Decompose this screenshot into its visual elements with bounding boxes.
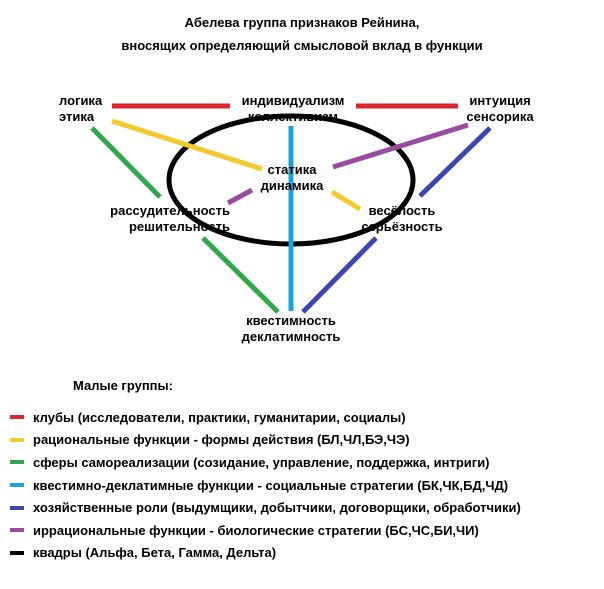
legend-list: клубы (исследователи, практики, гуманита… xyxy=(10,406,521,564)
legend-swatch xyxy=(10,505,24,510)
legend-item-economic-roles: хозяйственные роли (выдумщики, добытчики… xyxy=(10,496,521,519)
node-dynamics: динамика xyxy=(260,178,324,193)
node-sensing: сенсорика xyxy=(466,109,534,124)
node-judicious-decisive: рассудительность решительность xyxy=(94,203,230,235)
legend-label: клубы (исследователи, практики, гуманита… xyxy=(33,409,406,425)
legend-swatch xyxy=(10,415,24,420)
node-declatim: деклатимность xyxy=(241,329,341,344)
legend-swatch xyxy=(10,460,24,465)
node-ethics: этика xyxy=(59,109,95,124)
node-questim: квестимность xyxy=(246,313,336,328)
node-intuition-sensing: интуиция сенсорика xyxy=(460,93,540,125)
legend-label: квестимно-деклатимные функции - социальн… xyxy=(33,477,509,493)
legend-label: сферы самореализации (созидание, управле… xyxy=(33,454,490,470)
node-merry-serious: весёлость серьёзность xyxy=(352,203,452,235)
legend-swatch xyxy=(10,437,24,442)
legend-label: иррациональные функции - биологические с… xyxy=(33,522,479,538)
legend-item-biological-strategies: иррациональные функции - биологические с… xyxy=(10,519,521,542)
legend-label: квадры (Альфа, Бета, Гамма, Дельта) xyxy=(33,545,277,561)
darkblue-line-lower xyxy=(301,236,378,314)
legend-item-clubs: клубы (исследователи, практики, гуманита… xyxy=(10,406,521,429)
node-logic-ethics: логика этика xyxy=(59,93,102,125)
legend-swatch xyxy=(10,483,24,488)
title-line-1: Абелева группа признаков Рейнина, xyxy=(184,15,420,30)
legend-item-spheres: сферы самореализации (созидание, управле… xyxy=(10,451,521,474)
legend-label: рациональные функции - формы действия (Б… xyxy=(33,432,410,448)
node-serious: серьёзность xyxy=(361,219,443,234)
purple-line-upper xyxy=(332,122,469,170)
node-collectivism: коллективизм xyxy=(247,109,339,124)
purple-line-lower xyxy=(226,187,254,206)
node-logic: логика xyxy=(59,93,103,108)
legend-title: Малые группы: xyxy=(73,378,173,393)
legend-item-quadras: квадры (Альфа, Бета, Гамма, Дельта) xyxy=(10,542,521,565)
legend-item-rational: рациональные функции - формы действия (Б… xyxy=(10,429,521,452)
legend-swatch xyxy=(10,528,24,533)
legend-label: хозяйственные роли (выдумщики, добытчики… xyxy=(33,500,521,516)
title-line-2: вносящих определяющий смысловой вклад в … xyxy=(121,38,483,53)
node-statics-dynamics: статика динамика xyxy=(254,162,330,194)
node-decisive: решительность xyxy=(128,219,230,234)
legend-item-social-strategies: квестимно-деклатимные функции - социальн… xyxy=(10,474,521,497)
yellow-line-right xyxy=(330,189,362,212)
node-merry: весёлость xyxy=(368,203,436,218)
green-line-upper xyxy=(90,126,162,199)
node-individualism-collectivism: индивидуализм коллективизм xyxy=(231,93,355,125)
darkblue-line-upper xyxy=(418,126,492,198)
node-judicious: рассудительность xyxy=(110,203,230,218)
node-individualism: индивидуализм xyxy=(241,93,345,108)
yellow-line-left xyxy=(111,118,263,172)
node-intuition: интуиция xyxy=(469,93,531,108)
legend-swatch xyxy=(10,550,24,555)
node-questim-declatim: квестимность деклатимность xyxy=(226,313,356,345)
green-line-lower xyxy=(201,236,280,314)
node-statics: статика xyxy=(267,162,317,177)
